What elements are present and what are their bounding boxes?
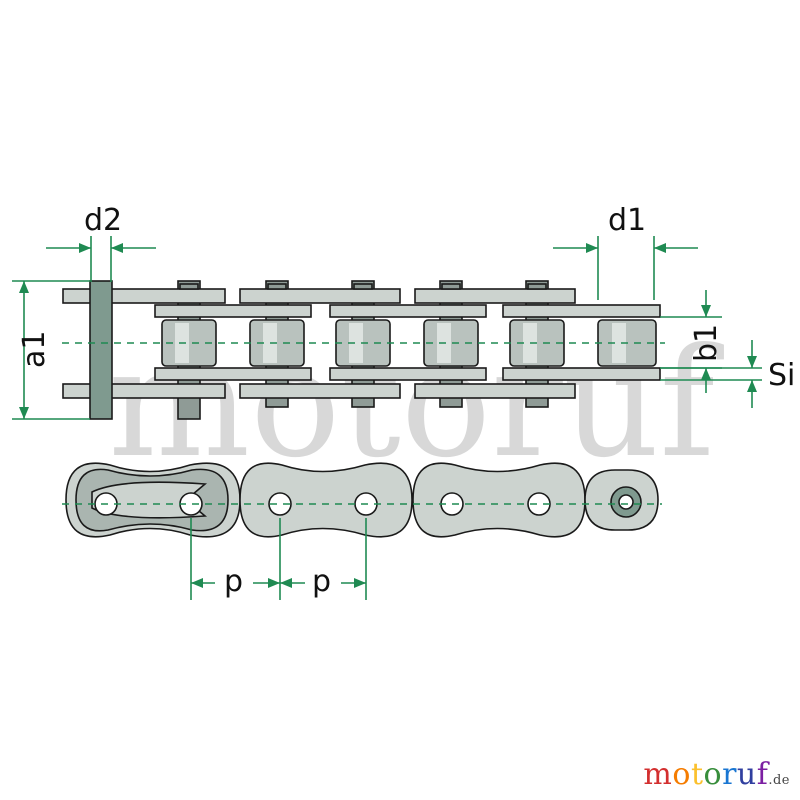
pin-heads [179, 283, 547, 290]
brand-letter: o [703, 757, 723, 792]
inner-plate [329, 304, 487, 318]
pin-hole [618, 494, 634, 510]
outer-plates-top [62, 288, 576, 304]
outer-plate [62, 288, 226, 304]
outer-plate [62, 383, 226, 399]
label-pitch-1: p [224, 564, 243, 599]
dimension-d1: d1 [553, 203, 698, 300]
label-si: Si [768, 358, 795, 393]
label-d1: d1 [608, 203, 646, 238]
inner-plates-bottom [154, 367, 661, 381]
brand-letter: o [672, 757, 691, 792]
outer-plates-bottom [62, 383, 576, 399]
inner-plate [502, 367, 661, 381]
brand-domain: .de [768, 773, 790, 788]
inner-plates-top [154, 304, 661, 318]
dimension-pitch: p p [190, 518, 367, 600]
outer-plate [239, 288, 401, 304]
chain-side-view [62, 462, 662, 538]
label-a1: a1 [17, 331, 52, 368]
pin-hole [268, 492, 292, 516]
inner-plate [329, 367, 487, 381]
inner-plate [154, 367, 312, 381]
connecting-pin [89, 280, 113, 420]
dimension-d2: d2 [46, 203, 156, 282]
brand-letter: f [756, 757, 769, 792]
inner-plate [154, 304, 312, 318]
chain-top-view [62, 280, 665, 420]
inner-plate [502, 304, 661, 318]
outer-plate [414, 383, 576, 399]
label-d2: d2 [84, 203, 122, 238]
brand-letter: t [690, 757, 704, 792]
dimension-si: Si [660, 340, 795, 408]
outer-plate [239, 383, 401, 399]
side-plate-right [412, 462, 586, 538]
brand-logo: motoruf.de [643, 757, 790, 792]
side-plate-middle [239, 462, 413, 538]
outer-plate [414, 288, 576, 304]
dimension-a1: a1 [12, 280, 90, 420]
brand-letter: m [643, 757, 673, 792]
brand-letter: u [736, 757, 757, 792]
label-pitch-2: p [312, 564, 331, 599]
label-b1: b1 [689, 324, 724, 362]
brand-letter: r [722, 757, 737, 792]
